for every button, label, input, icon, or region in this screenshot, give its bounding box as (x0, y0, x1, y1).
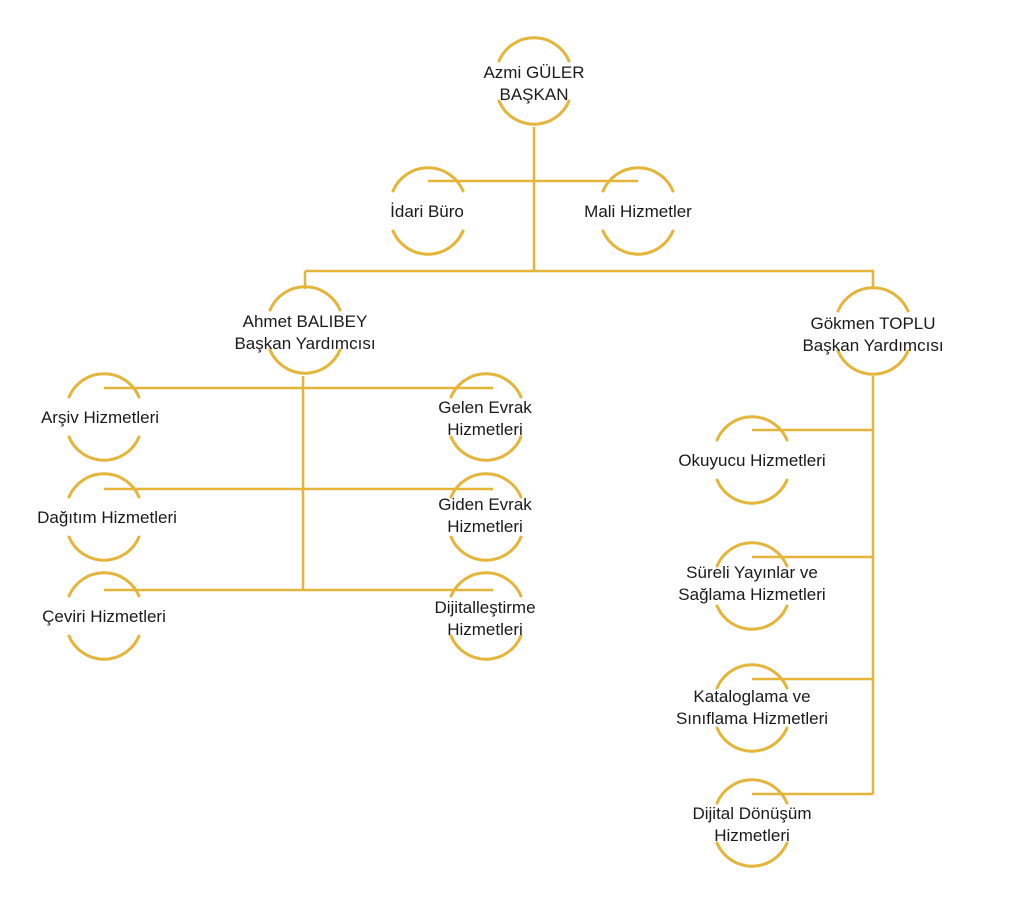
node-president-name: Azmi GÜLER (483, 63, 585, 82)
arc-vp-left-top (268, 285, 342, 312)
node-arcs (67, 36, 910, 868)
connectors (104, 127, 875, 796)
arc-outgoing-top (449, 472, 523, 499)
node-financial-label: Mali Hizmetler (584, 202, 692, 221)
arc-admin-bottom (391, 229, 465, 256)
node-digitization-line2: Hizmetleri (447, 620, 523, 639)
arc-financial-bottom (601, 229, 675, 256)
arc-distribution-bottom (67, 535, 141, 562)
arc-admin-top (391, 166, 465, 193)
node-translation-label: Çeviri Hizmetleri (42, 607, 166, 626)
node-reader: Okuyucu Hizmetleri (678, 450, 825, 472)
arc-archive-top (67, 372, 141, 399)
arc-outgoing-bottom (449, 535, 523, 562)
node-distribution: Dağıtım Hizmetleri (37, 507, 177, 529)
node-admin-office-label: İdari Büro (390, 202, 464, 221)
node-periodicals: Süreli Yayınlar ve Sağlama Hizmetleri (678, 562, 825, 606)
node-incoming-line1: Gelen Evrak (438, 398, 532, 417)
arc-digitization-top (449, 571, 523, 598)
node-president-title: BAŞKAN (499, 85, 569, 104)
arc-periodicals-top (715, 541, 789, 568)
arc-vp-right-top (836, 286, 910, 313)
node-vp-right-name: Gökmen TOPLU (810, 314, 936, 333)
arc-cataloging-top (715, 663, 789, 690)
node-admin-office: İdari Büro (390, 201, 464, 223)
arc-digital-transformation-top (715, 778, 789, 805)
arc-financial-top (601, 166, 675, 193)
node-outgoing-line1: Giden Evrak (438, 495, 532, 514)
arc-distribution-top (67, 472, 141, 499)
node-periodicals-line1: Süreli Yayınlar ve (686, 563, 818, 582)
node-digital-transformation: Dijital Dönüşüm Hizmetleri (692, 803, 811, 847)
node-outgoing-line2: Hizmetleri (447, 517, 523, 536)
node-cataloging: Kataloglama ve Sınıflama Hizmetleri (676, 686, 828, 730)
arc-vp-left-bottom (268, 348, 342, 375)
node-vp-right-title: Başkan Yardımcısı (802, 336, 944, 355)
arc-cataloging-bottom (715, 726, 789, 753)
arc-incoming-top (449, 372, 523, 399)
arc-president-top (497, 36, 571, 63)
node-digital-transformation-line2: Hizmetleri (714, 826, 790, 845)
node-cataloging-line2: Sınıflama Hizmetleri (675, 709, 829, 728)
arc-incoming-bottom (449, 435, 523, 462)
node-cataloging-line1: Kataloglama ve (693, 687, 811, 706)
arc-digitization-bottom (449, 634, 523, 661)
node-vp-left: Ahmet BALIBEY Başkan Yardımcısı (234, 311, 375, 355)
arc-periodicals-bottom (715, 604, 789, 631)
node-vp-right: Gökmen TOPLU Başkan Yardımcısı (802, 313, 943, 357)
node-president: Azmi GÜLER BAŞKAN (483, 62, 584, 106)
node-periodicals-line2: Sağlama Hizmetleri (678, 585, 826, 604)
arc-reader-top (715, 415, 789, 442)
node-vp-left-name: Ahmet BALIBEY (242, 312, 368, 331)
node-vp-left-title: Başkan Yardımcısı (234, 334, 376, 353)
node-archive-label: Arşiv Hizmetleri (40, 408, 160, 427)
node-outgoing: Giden Evrak Hizmetleri (438, 494, 532, 538)
arc-archive-bottom (67, 435, 141, 462)
arc-reader-bottom (715, 478, 789, 505)
arc-translation-bottom (67, 634, 141, 661)
arc-vp-right-bottom (836, 349, 910, 376)
node-translation: Çeviri Hizmetleri (42, 606, 166, 628)
node-reader-label: Okuyucu Hizmetleri (678, 451, 826, 470)
connector-vp-bar-h (305, 269, 875, 289)
node-financial: Mali Hizmetler (584, 201, 692, 223)
arc-digital-transformation-bottom (715, 841, 789, 868)
arc-president-bottom (497, 99, 571, 126)
node-digitization-line1: Dijitalleştirme (434, 598, 536, 617)
node-digital-transformation-line1: Dijital Dönüşüm (692, 804, 812, 823)
node-digitization: Dijitalleştirme Hizmetleri (434, 597, 535, 641)
arc-translation-top (67, 571, 141, 598)
node-incoming: Gelen Evrak Hizmetleri (438, 397, 532, 441)
node-archive: Arşiv Hizmetleri (41, 407, 159, 429)
node-distribution-label: Dağıtım Hizmetleri (37, 508, 177, 527)
node-incoming-line2: Hizmetleri (447, 420, 523, 439)
